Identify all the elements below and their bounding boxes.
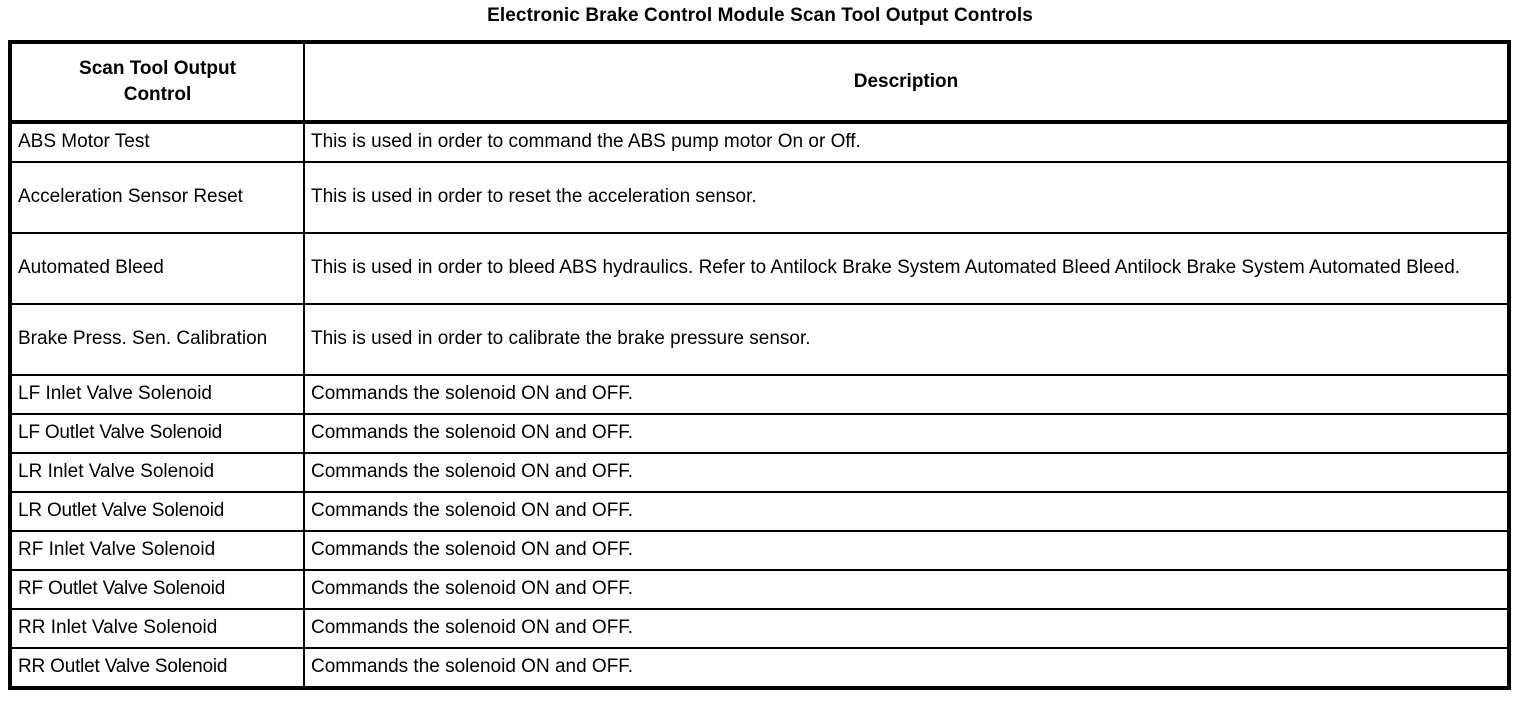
- table-row: RR Inlet Valve Solenoid Commands the sol…: [9, 608, 1510, 649]
- table-row: LF Inlet Valve Solenoid Commands the sol…: [9, 374, 1510, 415]
- table-row: RF Outlet Valve Solenoid Commands the so…: [9, 569, 1510, 610]
- cell-control: ABS Motor Test: [9, 121, 305, 163]
- table-row: LR Inlet Valve Solenoid Commands the sol…: [9, 452, 1510, 493]
- table-header-row: Scan Tool Output Control Description: [9, 41, 1510, 124]
- scan-tool-output-controls-table: Scan Tool Output Control Description ABS…: [8, 40, 1511, 690]
- column-header-control-line1: Scan Tool Output: [79, 58, 236, 79]
- cell-control: LR Inlet Valve Solenoid: [9, 452, 305, 493]
- column-header-control: Scan Tool Output Control: [9, 41, 305, 124]
- cell-description: Commands the solenoid ON and OFF.: [303, 530, 1510, 571]
- table-row: ABS Motor Test This is used in order to …: [9, 121, 1510, 163]
- cell-control: RF Inlet Valve Solenoid: [9, 530, 305, 571]
- cell-control: Brake Press. Sen. Calibration: [9, 303, 305, 376]
- cell-control: RF Outlet Valve Solenoid: [9, 569, 305, 610]
- cell-control: RR Outlet Valve Solenoid: [9, 647, 305, 689]
- table-container: Scan Tool Output Control Description ABS…: [8, 40, 1511, 690]
- cell-description: Commands the solenoid ON and OFF.: [303, 374, 1510, 415]
- table-row: LF Outlet Valve Solenoid Commands the so…: [9, 413, 1510, 454]
- cell-description: This is used in order to reset the accel…: [303, 161, 1510, 234]
- cell-description: Commands the solenoid ON and OFF.: [303, 647, 1510, 689]
- cell-description: Commands the solenoid ON and OFF.: [303, 608, 1510, 649]
- cell-control: RR Inlet Valve Solenoid: [9, 608, 305, 649]
- table-header: Scan Tool Output Control Description: [9, 41, 1510, 124]
- cell-description: This is used in order to bleed ABS hydra…: [303, 232, 1510, 305]
- table-row: LR Outlet Valve Solenoid Commands the so…: [9, 491, 1510, 532]
- table-row: RF Inlet Valve Solenoid Commands the sol…: [9, 530, 1510, 571]
- cell-description: Commands the solenoid ON and OFF.: [303, 413, 1510, 454]
- table-body: ABS Motor Test This is used in order to …: [9, 121, 1510, 689]
- cell-description: Commands the solenoid ON and OFF.: [303, 569, 1510, 610]
- cell-description: Commands the solenoid ON and OFF.: [303, 452, 1510, 493]
- cell-description: This is used in order to calibrate the b…: [303, 303, 1510, 376]
- table-row: RR Outlet Valve Solenoid Commands the so…: [9, 647, 1510, 689]
- cell-control: Acceleration Sensor Reset: [9, 161, 305, 234]
- cell-control: LF Outlet Valve Solenoid: [9, 413, 305, 454]
- table-row: Automated Bleed This is used in order to…: [9, 232, 1510, 305]
- column-header-description: Description: [303, 41, 1510, 124]
- cell-control: LR Outlet Valve Solenoid: [9, 491, 305, 532]
- cell-control: LF Inlet Valve Solenoid: [9, 374, 305, 415]
- cell-description: This is used in order to command the ABS…: [303, 121, 1510, 163]
- column-header-control-line2: Control: [123, 84, 192, 105]
- table-row: Brake Press. Sen. Calibration This is us…: [9, 303, 1510, 376]
- cell-description: Commands the solenoid ON and OFF.: [303, 491, 1510, 532]
- cell-control: Automated Bleed: [9, 232, 305, 305]
- table-row: Acceleration Sensor Reset This is used i…: [9, 161, 1510, 234]
- page-title: Electronic Brake Control Module Scan Too…: [487, 5, 1033, 26]
